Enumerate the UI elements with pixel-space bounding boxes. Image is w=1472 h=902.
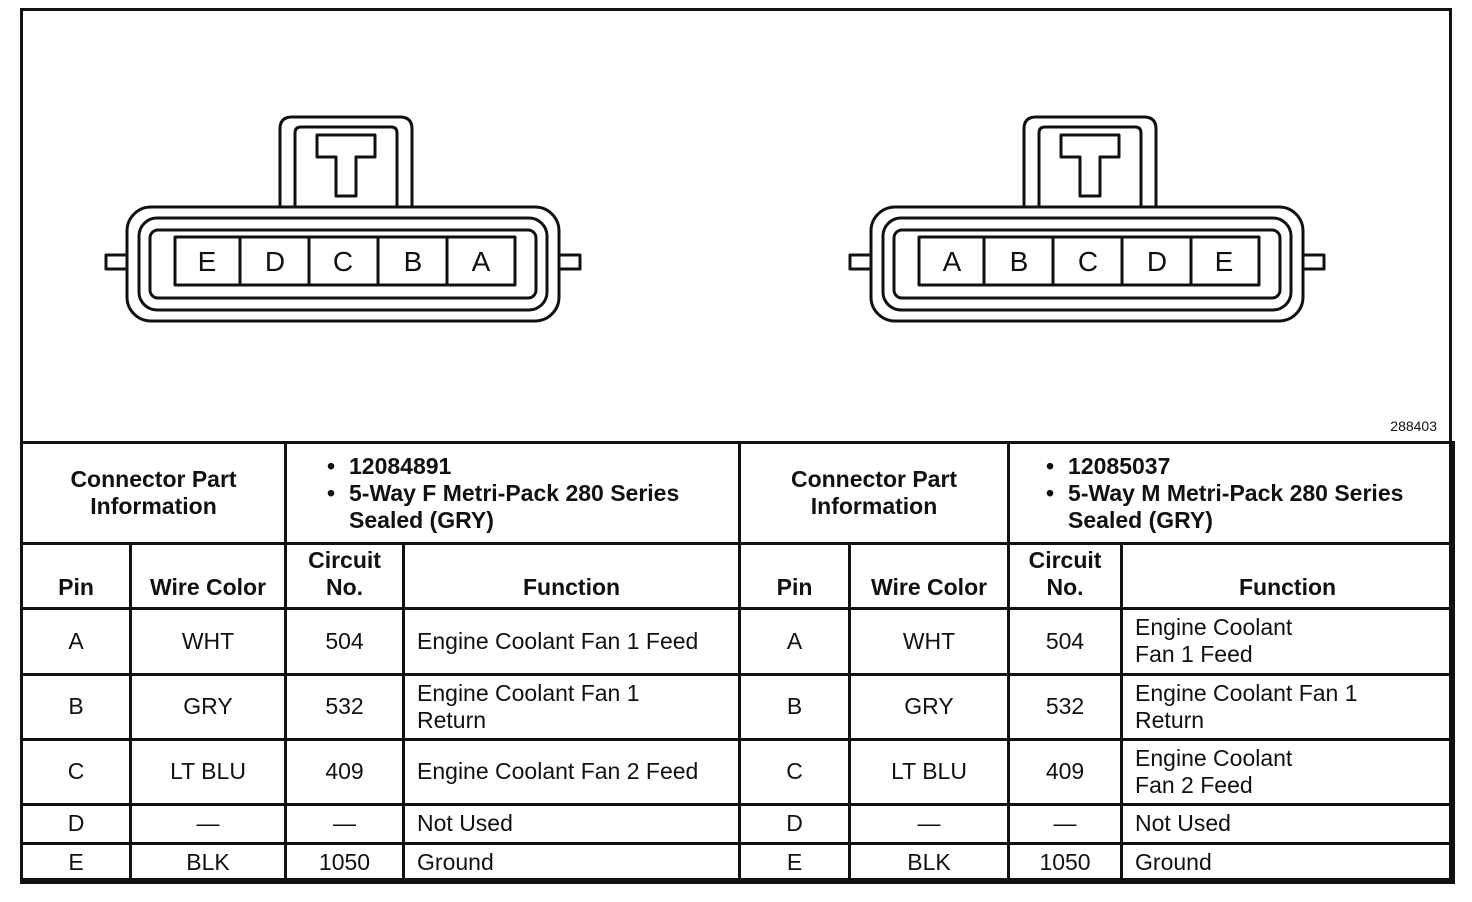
circuit-cell: —: [1007, 802, 1124, 845]
right-cavity-label: A: [943, 246, 962, 277]
circuit-header: Circuit No.: [1007, 542, 1124, 611]
pin-cell: A: [20, 607, 132, 676]
wire-color-cell: LT BLU: [848, 737, 1011, 806]
wire-color-cell: WHT: [128, 607, 288, 676]
circuit-cell: 1050: [284, 841, 406, 885]
connector-sheet: E D C B A A B C D E 288403 Connector Par…: [19, 8, 1456, 885]
left-connector-outline: [104, 115, 582, 323]
right-part-description: 5-Way M Metri-Pack 280 Series Sealed (GR…: [1046, 480, 1442, 534]
wire-color-cell: —: [848, 802, 1011, 845]
right-cavity-label: B: [1010, 246, 1029, 277]
right-info-label: Connector Part Information: [738, 440, 1011, 546]
table-row: C LT BLU 409 Engine Coolant Fan 2 Feed C…: [20, 737, 1456, 806]
right-part-number: 12085037: [1046, 453, 1442, 480]
circuit-cell: 504: [284, 607, 406, 676]
pin-cell: B: [738, 672, 852, 741]
table-row: D — — Not Used D — — Not Used: [20, 802, 1456, 845]
wire-color-cell: —: [128, 802, 288, 845]
pin-cell: E: [738, 841, 852, 885]
left-cavity-label: C: [333, 246, 353, 277]
connector-diagram: E D C B A A B C D E: [104, 115, 1326, 323]
pin-header: Pin: [20, 542, 132, 611]
wire-color-cell: LT BLU: [128, 737, 288, 806]
left-info-label: Connector Part Information: [19, 440, 288, 546]
wire-color-cell: BLK: [848, 841, 1011, 885]
circuit-cell: —: [284, 802, 406, 845]
function-header: Function: [402, 542, 742, 611]
circuit-cell: 504: [1007, 607, 1124, 676]
pin-cell: D: [738, 802, 852, 845]
table-row: A WHT 504 Engine Coolant Fan 1 Feed A WH…: [20, 607, 1456, 676]
right-cavity-label: C: [1078, 246, 1098, 277]
table-row: B GRY 532 Engine Coolant Fan 1 Return B …: [20, 672, 1456, 741]
circuit-cell: 532: [1007, 672, 1124, 741]
pin-cell: A: [738, 607, 852, 676]
circuit-cell: 409: [1007, 737, 1124, 806]
function-cell: Engine Coolant Fan 2 Feed: [1120, 737, 1456, 806]
function-cell: Not Used: [402, 802, 742, 845]
table-row: E BLK 1050 Ground E BLK 1050 Ground: [20, 841, 1456, 885]
wire-color-cell: WHT: [848, 607, 1011, 676]
column-header-row: Pin Wire Color Circuit No. Function Pin …: [20, 542, 1456, 611]
figure-id: 288403: [1390, 418, 1437, 434]
function-cell: Engine Coolant Fan 1 Return: [1120, 672, 1456, 741]
function-cell: Ground: [402, 841, 742, 885]
right-cavity-label: D: [1147, 246, 1167, 277]
wire-color-cell: GRY: [848, 672, 1011, 741]
pinout-table: Connector Part Information 12084891 5-Wa…: [19, 440, 1456, 885]
function-cell: Ground: [1120, 841, 1456, 885]
wire-color-header: Wire Color: [848, 542, 1011, 611]
function-cell: Engine Coolant Fan 1 Return: [402, 672, 742, 741]
left-cavity-label: D: [265, 246, 285, 277]
circuit-cell: 1050: [1007, 841, 1124, 885]
function-cell: Engine Coolant Fan 2 Feed: [402, 737, 742, 806]
left-cavity-label: B: [404, 246, 423, 277]
left-part-info: 12084891 5-Way F Metri-Pack 280 Series S…: [284, 440, 742, 546]
function-cell: Engine Coolant Fan 1 Feed: [402, 607, 742, 676]
circuit-cell: 532: [284, 672, 406, 741]
pin-cell: C: [20, 737, 132, 806]
circuit-cell: 409: [284, 737, 406, 806]
left-cavity-label: E: [198, 246, 217, 277]
right-cavity-label: E: [1215, 246, 1234, 277]
right-connector-outline: [848, 115, 1326, 323]
pin-cell: C: [738, 737, 852, 806]
wire-color-cell: GRY: [128, 672, 288, 741]
pin-cell: B: [20, 672, 132, 741]
wire-color-cell: BLK: [128, 841, 288, 885]
circuit-header: Circuit No.: [284, 542, 406, 611]
left-part-number: 12084891: [327, 453, 728, 480]
function-cell: Engine Coolant Fan 1 Feed: [1120, 607, 1456, 676]
pin-header: Pin: [738, 542, 852, 611]
wire-color-header: Wire Color: [128, 542, 288, 611]
function-header: Function: [1120, 542, 1456, 611]
left-cavity-label: A: [472, 246, 491, 277]
pin-cell: E: [20, 841, 132, 885]
pin-cell: D: [20, 802, 132, 845]
left-part-description: 5-Way F Metri-Pack 280 Series Sealed (GR…: [327, 480, 728, 534]
right-part-info: 12085037 5-Way M Metri-Pack 280 Series S…: [1007, 440, 1456, 546]
function-cell: Not Used: [1120, 802, 1456, 845]
connector-info-row: Connector Part Information 12084891 5-Wa…: [19, 440, 1456, 546]
